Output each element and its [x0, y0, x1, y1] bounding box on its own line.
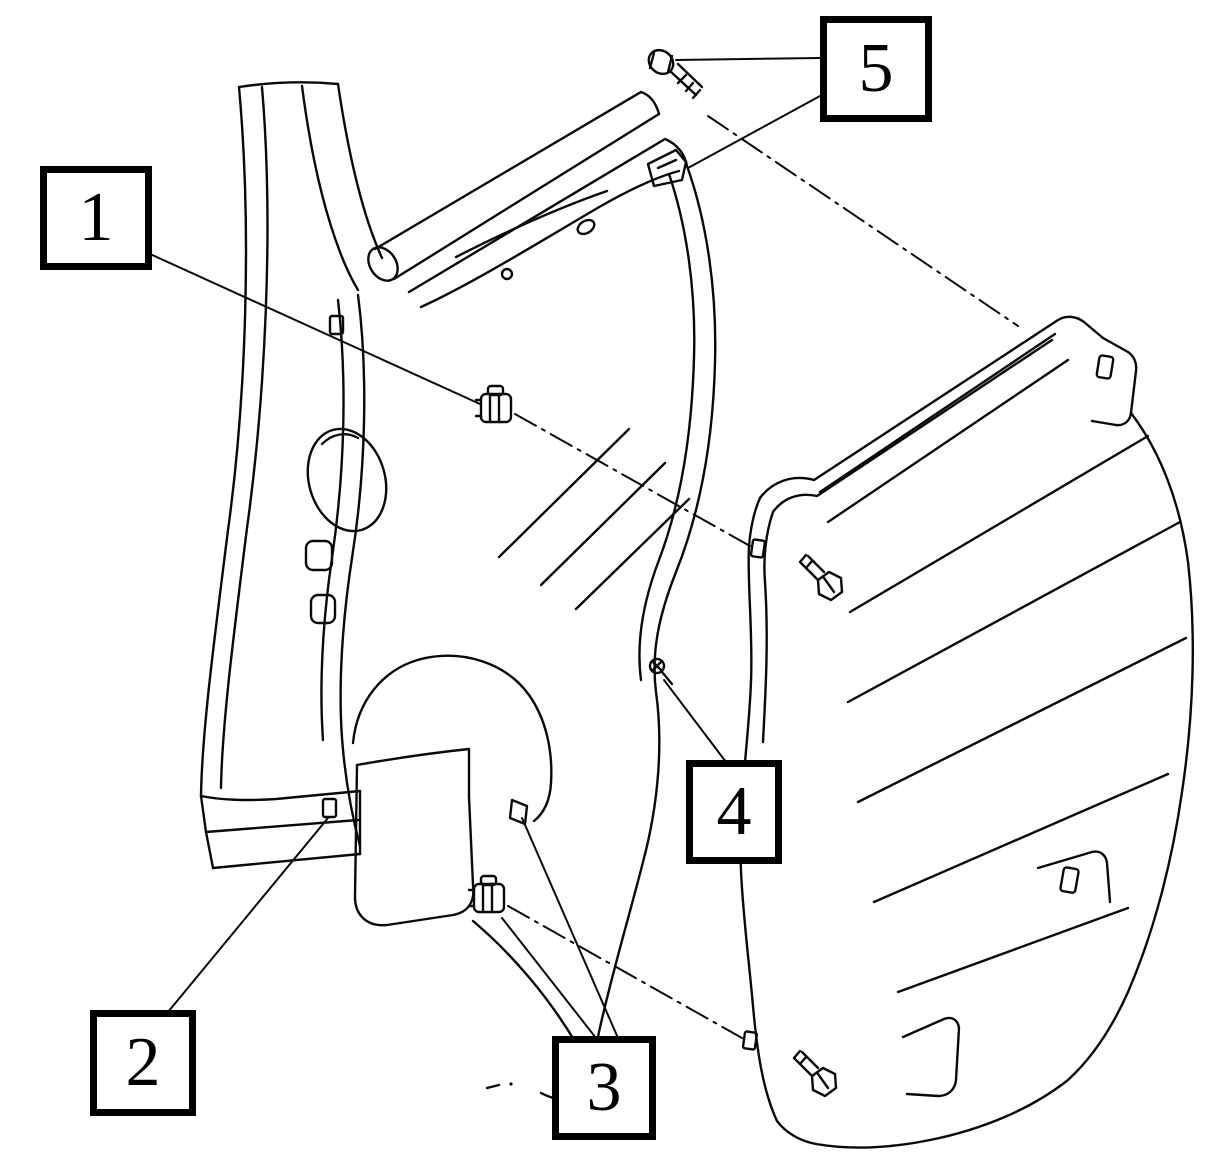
callout-box-1: 1 — [40, 166, 152, 270]
inner-quarter-panel — [351, 137, 717, 1102]
screw-liner-upper-icon — [798, 553, 844, 602]
callout-label-2: 2 — [125, 1024, 161, 1101]
clip-slot-lower — [321, 797, 338, 819]
liner-slot-lower — [741, 1030, 758, 1051]
wheelhouse-tab — [508, 798, 529, 826]
callout-label-5: 5 — [858, 30, 894, 107]
screw-liner-lower-icon — [792, 1049, 838, 1098]
retainer-top-edge-icon — [646, 148, 688, 188]
callout-box-4: 4 — [686, 760, 782, 864]
leader-lines — [149, 57, 821, 1039]
bracket-slot-top — [1095, 354, 1115, 380]
bracket-slot-bottom — [1059, 866, 1080, 894]
assembly-centerlines — [507, 115, 1019, 1039]
callout-box-5: 5 — [820, 16, 932, 122]
liner-slot-upper — [749, 538, 766, 559]
callout-label-3: 3 — [586, 1049, 622, 1126]
callout-label-1: 1 — [78, 179, 114, 256]
leader-callout-5b — [687, 95, 821, 169]
clip-upper-icon — [474, 384, 513, 424]
callout-label-4: 4 — [716, 773, 752, 850]
misc-marks — [485, 1082, 513, 1090]
leader-callout-4 — [663, 679, 727, 763]
screw-top-icon — [647, 48, 704, 100]
leader-callout-3b — [521, 817, 619, 1039]
liner-panel — [739, 315, 1194, 1149]
clip-lower-icon — [467, 874, 506, 914]
leader-callout-2 — [167, 817, 329, 1013]
leader-callout-1 — [149, 253, 481, 405]
rail-section — [367, 90, 667, 294]
leader-callout-5a — [675, 57, 821, 61]
screw-small-icon — [648, 657, 674, 686]
body-side-outline — [199, 81, 388, 870]
leader-callout-3a — [501, 917, 597, 1039]
clip-slot-upper — [328, 314, 345, 336]
callout-box-2: 2 — [90, 1010, 196, 1116]
callout-box-3: 3 — [552, 1036, 656, 1140]
